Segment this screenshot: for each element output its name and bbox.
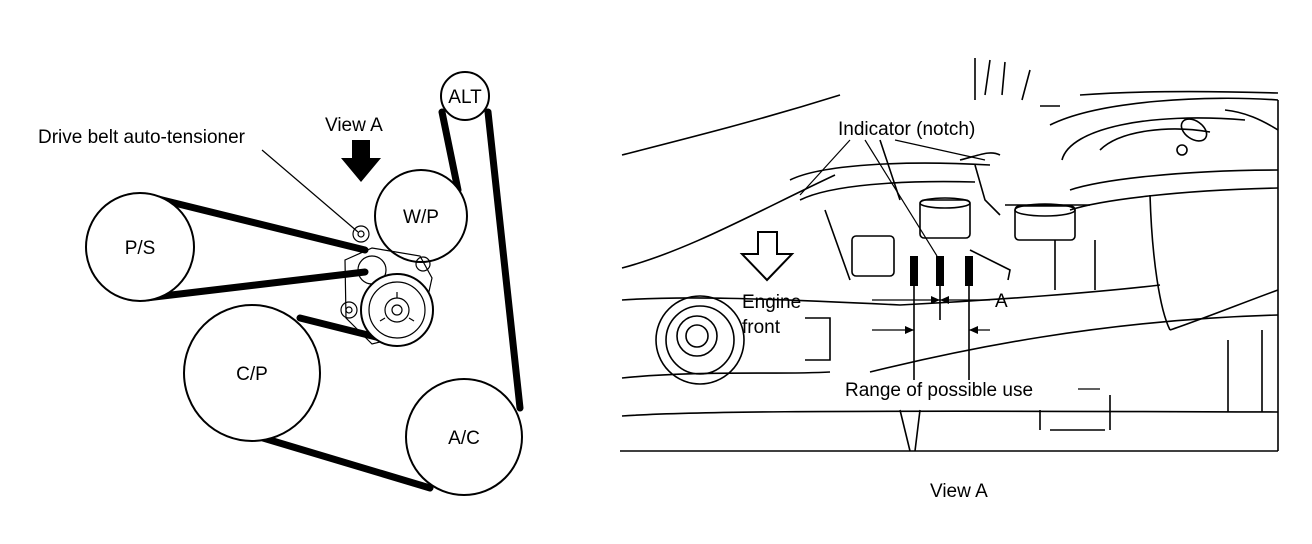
indicator-label: Indicator (notch) [838,119,975,140]
engine-front-label-line1: Engine [742,292,801,313]
indicator-leader-2 [799,139,851,196]
view-a-detail: Engine front Indicator (notch) A [620,58,1279,502]
notch-marks [910,256,973,380]
notch-center [936,256,944,286]
view-a-label: View A [325,115,383,136]
pulley-wp: W/P [374,169,468,263]
range-label: Range of possible use [845,380,1033,401]
notch-right [965,256,973,286]
indicator-leader-1 [864,139,938,257]
pulley-alt-label: ALT [448,87,482,108]
engine-front-label-line2: front [742,317,781,338]
pulley-ps-label: P/S [125,238,156,259]
view-a-arrow-icon [341,140,381,182]
indicator-leader-3 [894,139,986,161]
tensioner-label: Drive belt auto-tensioner [38,127,246,148]
range-dimension [872,326,990,334]
notch-left [910,256,918,286]
pulley-ac: A/C [405,378,523,496]
drive-belt [142,108,524,492]
pulley-cp-label: C/P [236,364,268,385]
auto-tensioner [340,225,434,347]
engine-sketch [621,58,1279,452]
crank-pulley [655,295,745,385]
dimension-a: A [872,291,1008,312]
dimension-a-label: A [995,291,1008,312]
pulley-alt: ALT [440,71,490,121]
engine-front-arrow-icon [739,231,795,282]
belt-diagram: ALT W/P P/S C/P A/C [38,71,524,496]
pulley-cp: C/P [183,304,321,442]
pulley-ac-label: A/C [448,428,480,449]
pulley-ps: P/S [85,192,195,302]
view-a-caption: View A [930,481,988,502]
pulley-wp-label: W/P [403,207,439,228]
tensioner-leader [261,149,359,233]
